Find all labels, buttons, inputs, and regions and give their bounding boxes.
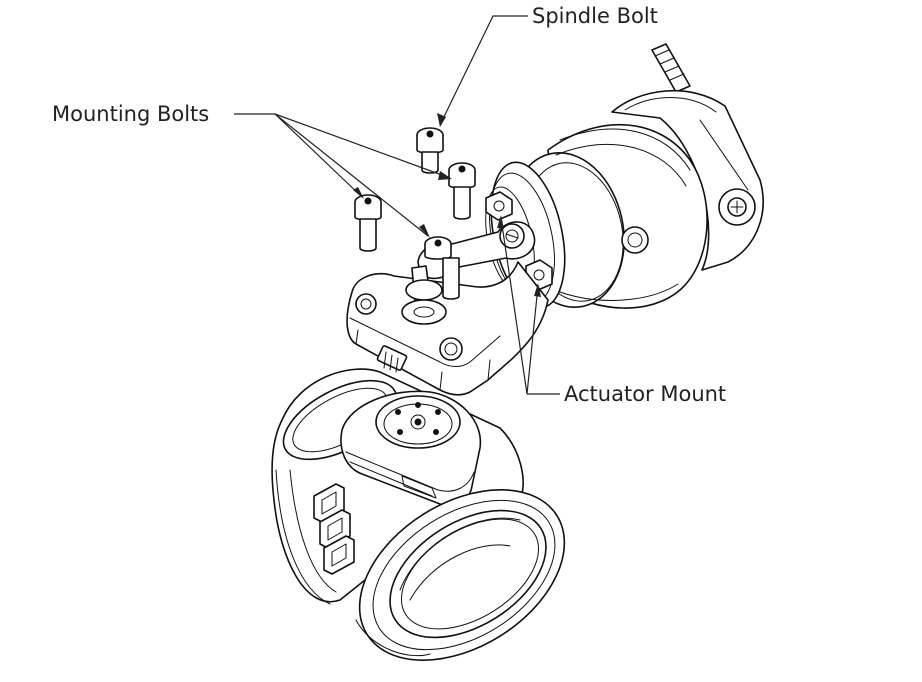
mounting-bracket (346, 261, 549, 396)
actuator-nut-upper (485, 191, 513, 221)
spindle-bolt (416, 127, 444, 174)
spindle-bolt-leader (437, 15, 528, 127)
actuator-mount-label: Actuator Mount (564, 382, 726, 406)
spindle-bolt-label: Spindle Bolt (532, 4, 658, 28)
actuator-mount-leader (497, 215, 560, 395)
valve-housing (271, 368, 566, 661)
brand-logo-emboss (313, 483, 355, 575)
mounting-bolts-leader (234, 113, 452, 238)
mounting-bolt-left (354, 194, 382, 252)
mounting-bolt-right (448, 162, 476, 220)
mounting-bolt-center (424, 236, 460, 300)
hose-barb-fitting (651, 43, 691, 93)
mounting-bolts-label: Mounting Bolts (52, 102, 209, 126)
